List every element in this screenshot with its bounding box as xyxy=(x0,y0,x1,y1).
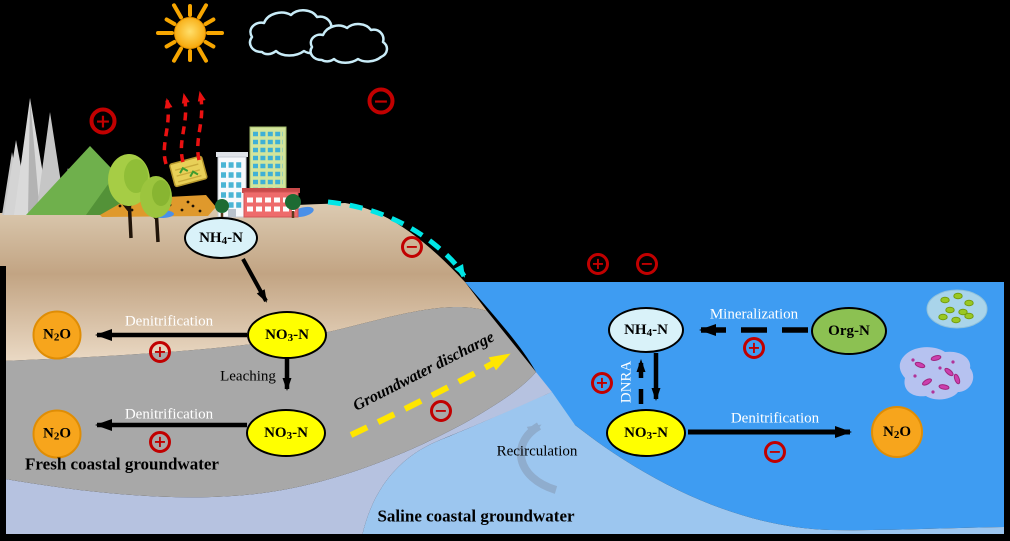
nh4-post: -N xyxy=(227,229,243,246)
plus-icon: + xyxy=(743,337,765,359)
no3-post: -N xyxy=(652,424,668,441)
nh4-pre: NH xyxy=(199,229,222,246)
n2o-sub: 2 xyxy=(53,430,60,443)
plus-icon: + xyxy=(89,107,117,135)
nh4-sub: 4 xyxy=(221,234,228,247)
frame-right xyxy=(1004,278,1010,541)
coastline-dashed-arrow xyxy=(327,199,467,278)
n2o-sub: 2 xyxy=(893,428,900,441)
no3-pre: NO xyxy=(265,326,288,343)
n2o-post: O xyxy=(59,425,71,442)
algae-icon xyxy=(926,289,988,329)
fresh-groundwater-layer xyxy=(0,307,536,498)
minus-icon: − xyxy=(636,253,658,275)
denitrification-label-lower: Denitrification xyxy=(124,406,214,423)
no3-sub: 3 xyxy=(646,429,653,442)
frame-bottom xyxy=(0,534,1010,541)
recirculation-label: Recirculation xyxy=(496,443,578,460)
plus-icon: + xyxy=(587,253,609,275)
nh4-to-no3-arrow xyxy=(241,258,268,303)
org-pre: Org-N xyxy=(828,322,870,339)
n2o-sub: 2 xyxy=(53,331,60,344)
frame-left xyxy=(0,266,6,541)
no3-pre: NO xyxy=(624,424,647,441)
plus-icon: + xyxy=(149,341,171,363)
minus-icon: − xyxy=(764,441,786,463)
process-arrows xyxy=(95,258,852,438)
bacteria-icon xyxy=(899,347,974,400)
groundwater-discharge-arrow xyxy=(349,352,511,438)
nh4-sub: 4 xyxy=(646,326,653,339)
minus-icon: − xyxy=(401,236,423,258)
n2o-pre: N xyxy=(42,425,54,442)
nh4-pre: NH xyxy=(624,321,647,338)
plus-icon: + xyxy=(591,372,613,394)
no3-post: -N xyxy=(292,424,308,441)
n2o-pre: N xyxy=(882,423,894,440)
no3-sub: 3 xyxy=(286,429,293,442)
denitrification-label-sea: Denitrification xyxy=(730,410,820,427)
no3-post: -N xyxy=(293,326,309,343)
dnra-label: DNRA xyxy=(618,360,635,404)
plus-icon: + xyxy=(149,431,171,453)
denitrification-label-upper: Denitrification xyxy=(124,313,214,330)
leaching-label: Leaching xyxy=(220,368,276,385)
minus-icon: − xyxy=(367,87,395,115)
n2o-pre: N xyxy=(42,326,54,343)
trees-icon xyxy=(108,154,172,243)
recirculation-arrow-icon xyxy=(517,422,558,494)
no3-sub: 3 xyxy=(287,331,294,344)
mineralization-label: Mineralization xyxy=(709,306,799,323)
n2o-post: O xyxy=(59,326,71,343)
nh4-post: -N xyxy=(652,321,668,338)
sun-icon xyxy=(156,3,224,63)
fresh-coastal-groundwater-label: Fresh coastal groundwater xyxy=(25,454,219,474)
city-buildings-icon xyxy=(215,126,301,218)
saline-groundwater-zone xyxy=(362,392,1004,536)
clouds-icon xyxy=(248,9,389,64)
minus-icon: − xyxy=(430,400,452,422)
n2o-post: O xyxy=(899,423,911,440)
field-map-icon xyxy=(169,155,208,188)
no3-pre: NO xyxy=(264,424,287,441)
soil-layer xyxy=(0,203,487,361)
transition-band xyxy=(0,372,552,536)
org-n-label: Org-N xyxy=(811,307,887,355)
saline-coastal-groundwater-label: Saline coastal groundwater xyxy=(377,506,575,526)
emission-arrows-icon xyxy=(162,91,206,165)
